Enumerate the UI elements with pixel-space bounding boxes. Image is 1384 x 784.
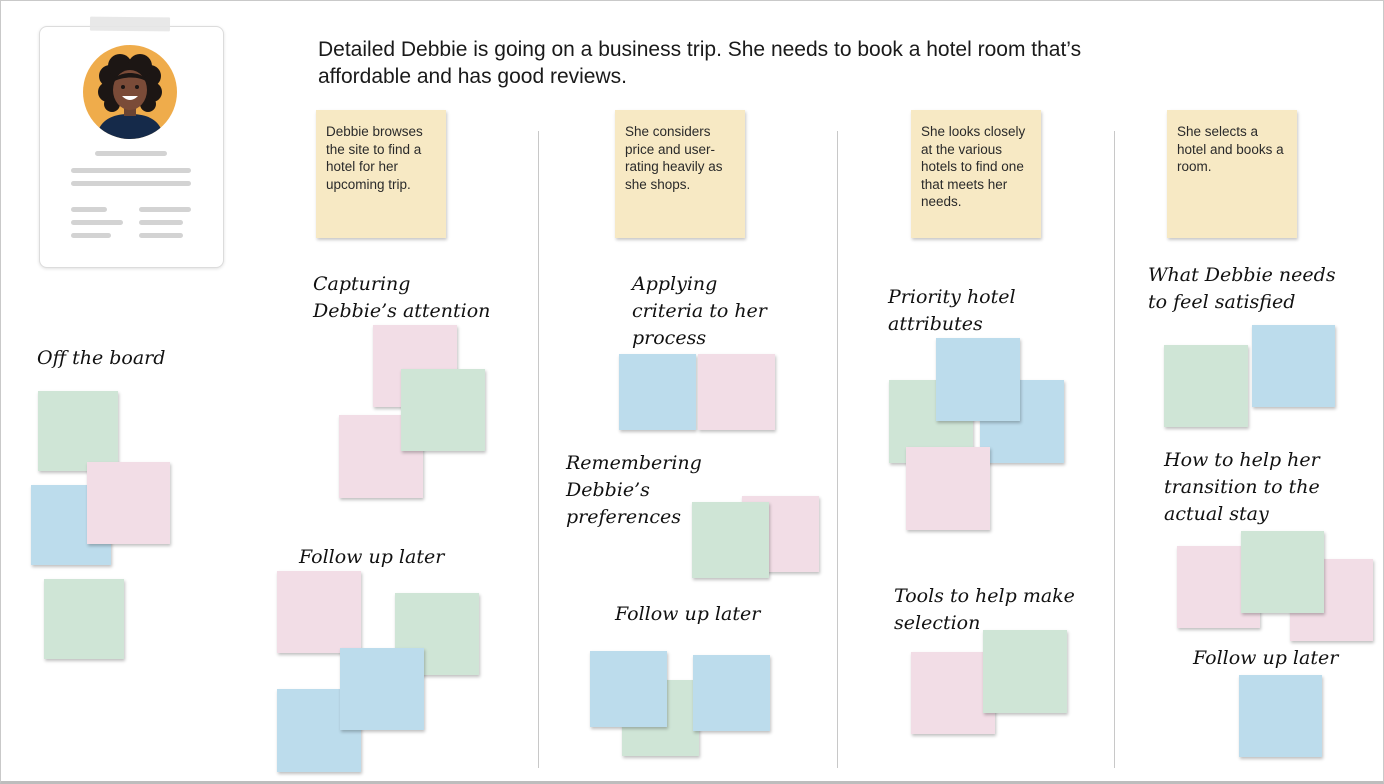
sticky-note-pink[interactable] bbox=[698, 354, 775, 430]
group-heading-priority-attributes: Priority hotel attributes bbox=[888, 286, 1016, 335]
sticky-note-pink[interactable] bbox=[906, 447, 990, 530]
persona-text-line bbox=[139, 233, 183, 238]
sticky-note-green[interactable] bbox=[401, 369, 485, 451]
sticky-note-blue[interactable] bbox=[340, 648, 424, 730]
column-divider bbox=[1114, 131, 1115, 768]
sticky-note-blue[interactable] bbox=[590, 651, 667, 727]
persona-text-line bbox=[71, 181, 191, 186]
group-heading-remembering-preferences: Remembering Debbie’s preferences bbox=[566, 452, 702, 528]
persona-text-line bbox=[71, 168, 191, 173]
persona-text-line bbox=[139, 207, 191, 212]
sticky-note-blue[interactable] bbox=[619, 354, 696, 430]
off-board-heading: Off the board bbox=[37, 347, 166, 369]
sticky-note-green[interactable] bbox=[692, 502, 769, 578]
column-divider bbox=[837, 131, 838, 768]
stage-sticky-browse[interactable]: Debbie browses the site to find a hotel … bbox=[316, 110, 446, 238]
sticky-note-green[interactable] bbox=[1164, 345, 1248, 427]
stage-sticky-consider[interactable]: She considers price and user-rating heav… bbox=[615, 110, 745, 238]
group-heading-follow-up: Follow up later bbox=[615, 603, 761, 625]
persona-avatar-icon bbox=[83, 45, 177, 139]
group-heading-transition-to-stay: How to help her transition to the actual… bbox=[1164, 449, 1320, 525]
column-divider bbox=[538, 131, 539, 768]
sticky-note-green[interactable] bbox=[44, 579, 124, 659]
sticky-note-green[interactable] bbox=[1241, 531, 1324, 613]
sticky-note-pink[interactable] bbox=[87, 462, 170, 544]
group-heading-applying-criteria: Applying criteria to her process bbox=[632, 273, 767, 349]
sticky-note-blue[interactable] bbox=[693, 655, 770, 731]
group-heading-selection-tools: Tools to help make selection bbox=[894, 585, 1075, 634]
persona-text-line bbox=[71, 220, 123, 225]
sticky-note-green[interactable] bbox=[38, 391, 118, 471]
tape-strip bbox=[89, 16, 171, 32]
sticky-note-blue[interactable] bbox=[1252, 325, 1335, 407]
group-heading-follow-up: Follow up later bbox=[299, 546, 445, 568]
group-heading-follow-up: Follow up later bbox=[1193, 647, 1339, 669]
scenario-text: Detailed Debbie is going on a business t… bbox=[318, 38, 1082, 88]
stage-sticky-compare[interactable]: She looks closely at the various hotels … bbox=[911, 110, 1041, 238]
persona-text-line bbox=[95, 151, 167, 156]
persona-text-line bbox=[71, 233, 111, 238]
stage-sticky-book[interactable]: She selects a hotel and books a room. bbox=[1167, 110, 1297, 238]
sticky-note-pink[interactable] bbox=[277, 571, 361, 653]
group-heading-capturing-attention: Capturing Debbie’s attention bbox=[313, 273, 491, 322]
sticky-note-blue[interactable] bbox=[936, 338, 1020, 421]
group-heading-feel-satisfied: What Debbie needs to feel satisfied bbox=[1148, 264, 1336, 313]
persona-text-line bbox=[139, 220, 183, 225]
persona-text-line bbox=[71, 207, 107, 212]
sticky-note-blue[interactable] bbox=[1239, 675, 1322, 757]
sticky-note-green[interactable] bbox=[983, 630, 1067, 713]
sticky-note-pink[interactable] bbox=[911, 652, 995, 734]
